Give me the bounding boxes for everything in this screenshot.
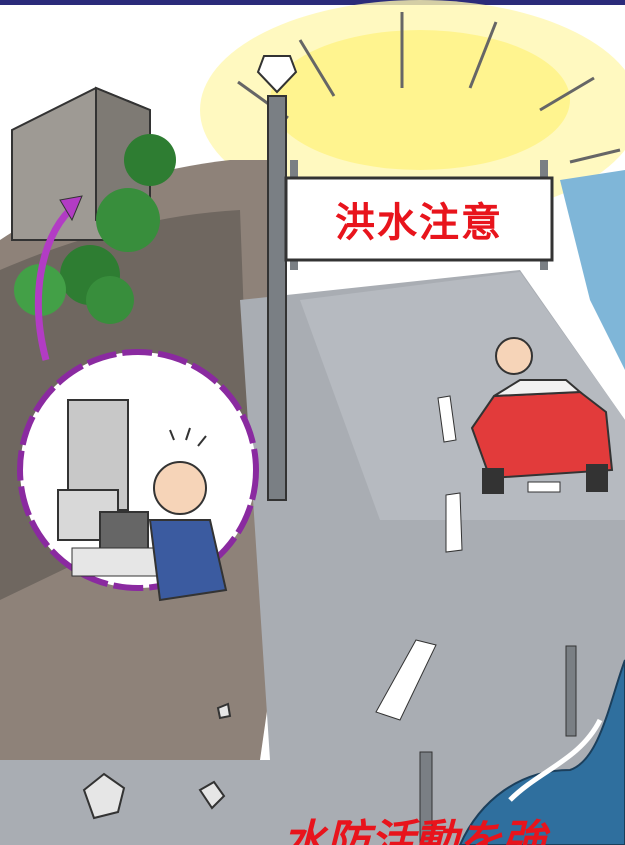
flood-water bbox=[458, 659, 625, 845]
street-lamp bbox=[256, 55, 298, 501]
inset-circle bbox=[17, 349, 259, 602]
sign-text: 洪水注意 bbox=[335, 200, 503, 246]
arrow-up-icon bbox=[34, 207, 73, 361]
caption-text: 水防活動を強 bbox=[282, 818, 546, 845]
top-rule bbox=[0, 0, 625, 5]
sun-glow bbox=[200, 0, 625, 220]
posts bbox=[419, 645, 577, 845]
warning-sign bbox=[284, 160, 554, 270]
red-car bbox=[470, 337, 614, 494]
lane-markings bbox=[375, 395, 463, 721]
sea bbox=[560, 170, 625, 370]
rocks bbox=[82, 702, 232, 820]
